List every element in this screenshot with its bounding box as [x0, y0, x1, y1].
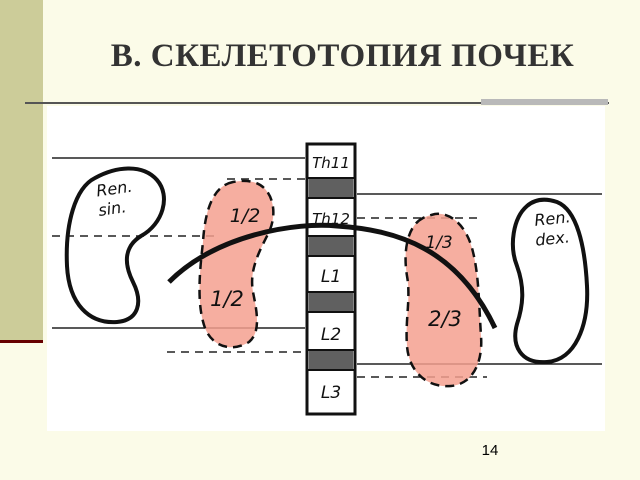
title-divider-accent	[481, 99, 608, 105]
twelfth-rib-arc	[167, 222, 498, 330]
vertebra-label-th12: Th12	[312, 210, 350, 228]
slide-title: В. СКЕЛЕТОТОПИЯ ПОЧЕК	[110, 38, 575, 74]
left-kidney-projection	[198, 179, 275, 349]
vertebra-label-th11: Th11	[312, 154, 350, 172]
left-kidney-outline	[64, 166, 166, 325]
right-kidney-label-line2: dex.	[534, 227, 570, 250]
reference-lines	[52, 157, 602, 378]
intervertebral-disc	[309, 178, 353, 198]
right-kidney-lower-fraction: 2/3	[428, 307, 462, 331]
right-kidney-outline	[510, 197, 590, 365]
page-number: 14	[481, 442, 499, 459]
right-kidney-upper-fraction: 1/3	[425, 233, 452, 253]
left-kidney-label-line1: Ren.	[95, 177, 133, 201]
intervertebral-disc	[309, 292, 353, 312]
vertebral-column	[305, 142, 357, 416]
kidney-skeletotopy-figure: Th11 Th12 L1 L2 L3 Ren. sin. Ren. dex. 1…	[47, 106, 605, 431]
title-divider	[25, 102, 609, 104]
intervertebral-disc	[309, 350, 353, 370]
left-kidney-lower-fraction: 1/2	[210, 287, 244, 311]
right-kidney-projection	[404, 212, 483, 388]
decorative-side-line	[0, 340, 43, 343]
vertebra-label-l1: L1	[321, 267, 341, 287]
skeletotopy-diagram: Th11 Th12 L1 L2 L3 Ren. sin. Ren. dex. 1…	[52, 142, 602, 416]
left-kidney-label-line2: sin.	[97, 197, 127, 220]
vertebra-label-l3: L3	[321, 383, 341, 403]
right-kidney-label-line1: Ren.	[533, 207, 571, 230]
vertebra-label-l2: L2	[321, 325, 341, 345]
left-kidney-upper-fraction: 1/2	[230, 205, 261, 227]
intervertebral-disc	[309, 236, 353, 256]
decorative-side-bar	[0, 0, 43, 342]
